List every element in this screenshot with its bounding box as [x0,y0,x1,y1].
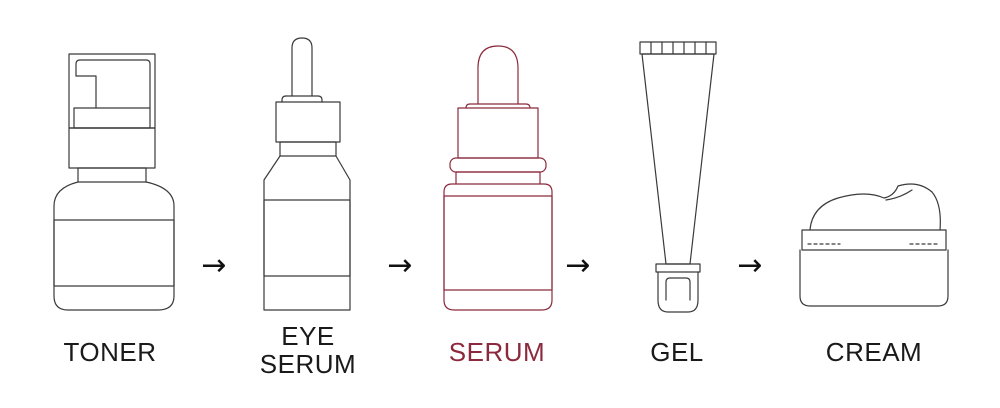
step-label-line: TONER [63,338,156,366]
step-label-line: GEL [650,338,704,366]
arrow-1: → [201,251,226,281]
dropper-bottle-icon [264,38,350,310]
pump-bottle-icon [54,54,174,310]
step-label-eye-serum: EYE SERUM [260,322,356,378]
step-label-line: EYE [260,322,356,350]
arrow-3: → [565,251,590,281]
step-label-gel: GEL [650,338,704,366]
step-label-line: SERUM [260,350,356,378]
arrow-2: → [387,251,412,281]
serum-dropper-bottle-icon [444,46,552,310]
step-label-cream: CREAM [826,338,922,366]
arrow-4: → [737,251,762,281]
step-label-serum: SERUM [449,338,545,366]
step-label-toner: TONER [63,338,156,366]
step-label-line: SERUM [449,338,545,366]
cream-jar-icon [800,184,948,306]
step-label-line: CREAM [826,338,922,366]
tube-icon [640,42,716,312]
